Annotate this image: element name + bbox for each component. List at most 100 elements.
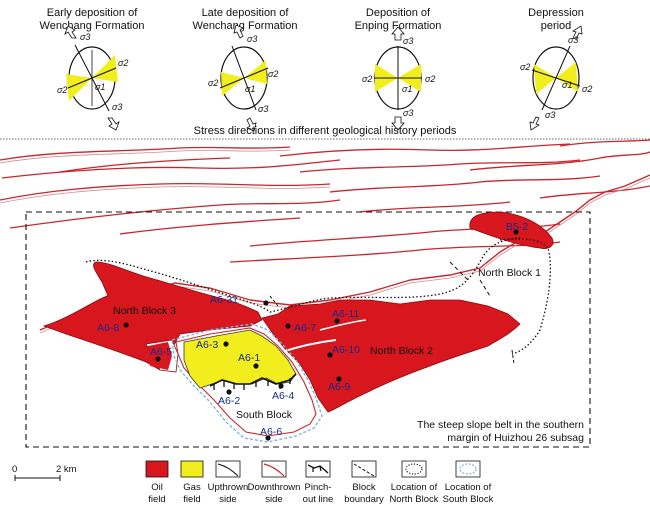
sigma-label: σ3 xyxy=(403,108,413,118)
arrow-up-icon xyxy=(64,25,77,39)
panel-3-title-line-2: Enping Formation xyxy=(355,20,442,32)
pinch-tick xyxy=(319,466,322,472)
legend-upthrown-line xyxy=(217,463,239,477)
well-label: A6-4 xyxy=(272,390,294,402)
sigma-label: σ2 xyxy=(425,74,435,84)
stress-sector xyxy=(556,62,578,92)
well-label: A6-1 xyxy=(238,352,260,364)
sigma-label: σ3 xyxy=(545,110,555,120)
well-label: B5-2 xyxy=(506,221,528,233)
south-block-outline xyxy=(171,323,323,443)
sigma-label: σ1 xyxy=(402,84,412,94)
panel-3-title-line-1: Deposition of xyxy=(366,7,431,19)
stress-panel-2: Late deposition of Wenchang Formation σ3… xyxy=(193,7,297,132)
stress-panel-1: Early deposition of Wenchang Formation σ… xyxy=(40,7,145,131)
legend-label: out line xyxy=(303,494,334,505)
legend-swatch-oil xyxy=(145,460,169,478)
fault-line xyxy=(9,199,341,229)
block-boundary xyxy=(449,261,491,297)
arrow-down-icon xyxy=(529,116,540,131)
well-dot xyxy=(223,341,229,347)
sigma-label: σ1 xyxy=(562,80,572,90)
sigma-label: σ1 xyxy=(245,84,255,94)
legend-label: Location of xyxy=(445,482,492,493)
well-label: A6-7 xyxy=(294,322,316,334)
panel-2-title-line-1: Late deposition of xyxy=(202,7,290,19)
legend-label: Block xyxy=(352,482,375,493)
arrow-down-icon xyxy=(246,117,257,132)
legend-label: Downthrown xyxy=(248,482,301,493)
legend-label: side xyxy=(219,494,236,505)
panel-4-title-line-1: Depression xyxy=(528,7,584,19)
note-line-2: margin of Huizhou 26 subsag xyxy=(447,432,584,444)
arrow-up-icon xyxy=(391,26,405,41)
legend-swatch-block-boundary xyxy=(351,460,377,478)
arrow-up-icon xyxy=(233,24,244,39)
fault-line xyxy=(279,143,571,157)
well-label: A6-9 xyxy=(328,381,350,393)
fault-line xyxy=(299,159,581,173)
sigma-label: σ2 xyxy=(362,74,372,84)
legend-label: South Block xyxy=(443,494,494,505)
legend-label: Upthrown xyxy=(208,482,249,493)
scale-zero: 0 xyxy=(12,464,17,475)
fault-line xyxy=(0,149,291,164)
oil-field-a6-5 xyxy=(148,342,172,370)
gas-field xyxy=(183,329,297,389)
fault-line xyxy=(329,175,601,193)
sigma-label: σ2 xyxy=(520,62,530,72)
well-label: A6-31 xyxy=(210,294,238,306)
legend-downthrown-line xyxy=(263,463,285,477)
well-label: A6-10 xyxy=(332,344,360,356)
legend-label: Location of xyxy=(391,482,438,493)
fault-line xyxy=(469,151,650,171)
legend-label: side xyxy=(265,494,282,505)
north-block-2-label: North Block 2 xyxy=(370,345,433,357)
north-block-outline xyxy=(499,238,552,355)
legend-label: field xyxy=(183,494,200,505)
stress-sector xyxy=(221,72,244,96)
sigma-label: σ3 xyxy=(247,34,257,44)
north-block-1-label: North Block 1 xyxy=(478,267,541,279)
well-label: A6-11 xyxy=(332,308,359,320)
well-dot xyxy=(327,352,333,358)
arrow-down-icon xyxy=(391,116,405,131)
legend-label: North Block xyxy=(389,494,438,505)
stress-caption: Stress directions in different geologica… xyxy=(194,125,457,137)
well-dot xyxy=(226,389,232,395)
well-label: A6-6 xyxy=(260,426,282,438)
north-block-3-label: North Block 3 xyxy=(113,305,176,317)
legend-label: field xyxy=(148,494,165,505)
arrow-up-icon xyxy=(572,25,583,40)
sigma2-axis xyxy=(531,69,581,87)
legend-pinchout-line xyxy=(307,464,329,474)
well-dot xyxy=(253,363,259,369)
stress-panel-4: Depression period σ3 σ2 σ1 σ2 σ3 xyxy=(520,7,592,131)
intra-field-fault xyxy=(281,339,337,353)
oil-field-b5 xyxy=(469,211,554,249)
fault-line xyxy=(359,201,511,213)
scale-bar: 0 2 km xyxy=(12,464,77,481)
wells: A6-31 A6-8 A6-5 A6-3 A6-1 A6-2 A6-4 A6-6… xyxy=(97,221,528,441)
well-dot xyxy=(265,435,271,441)
legend: Oil field Gas field Upthrown side Downth… xyxy=(145,460,494,505)
sigma-label: σ3 xyxy=(403,36,413,46)
legend-block-line xyxy=(353,463,375,477)
legend-label: boundary xyxy=(344,494,384,505)
arrow-down-icon xyxy=(107,117,120,131)
fault-line xyxy=(559,139,650,147)
fault-line xyxy=(0,186,331,204)
panel-1-title-line-2: Wenchang Formation xyxy=(40,20,145,32)
legend-label: Oil xyxy=(151,482,163,493)
well-dot xyxy=(278,383,284,389)
well-dot xyxy=(155,356,161,362)
fault-line xyxy=(1,159,341,179)
sigma2-axis xyxy=(219,67,269,89)
well-dot xyxy=(263,300,269,306)
sigma-label: σ2 xyxy=(57,85,67,95)
legend-label: Gas xyxy=(183,482,201,493)
scale-label: 2 km xyxy=(56,464,77,475)
sigma-label: σ3 xyxy=(258,104,268,114)
well-dot xyxy=(123,322,129,328)
